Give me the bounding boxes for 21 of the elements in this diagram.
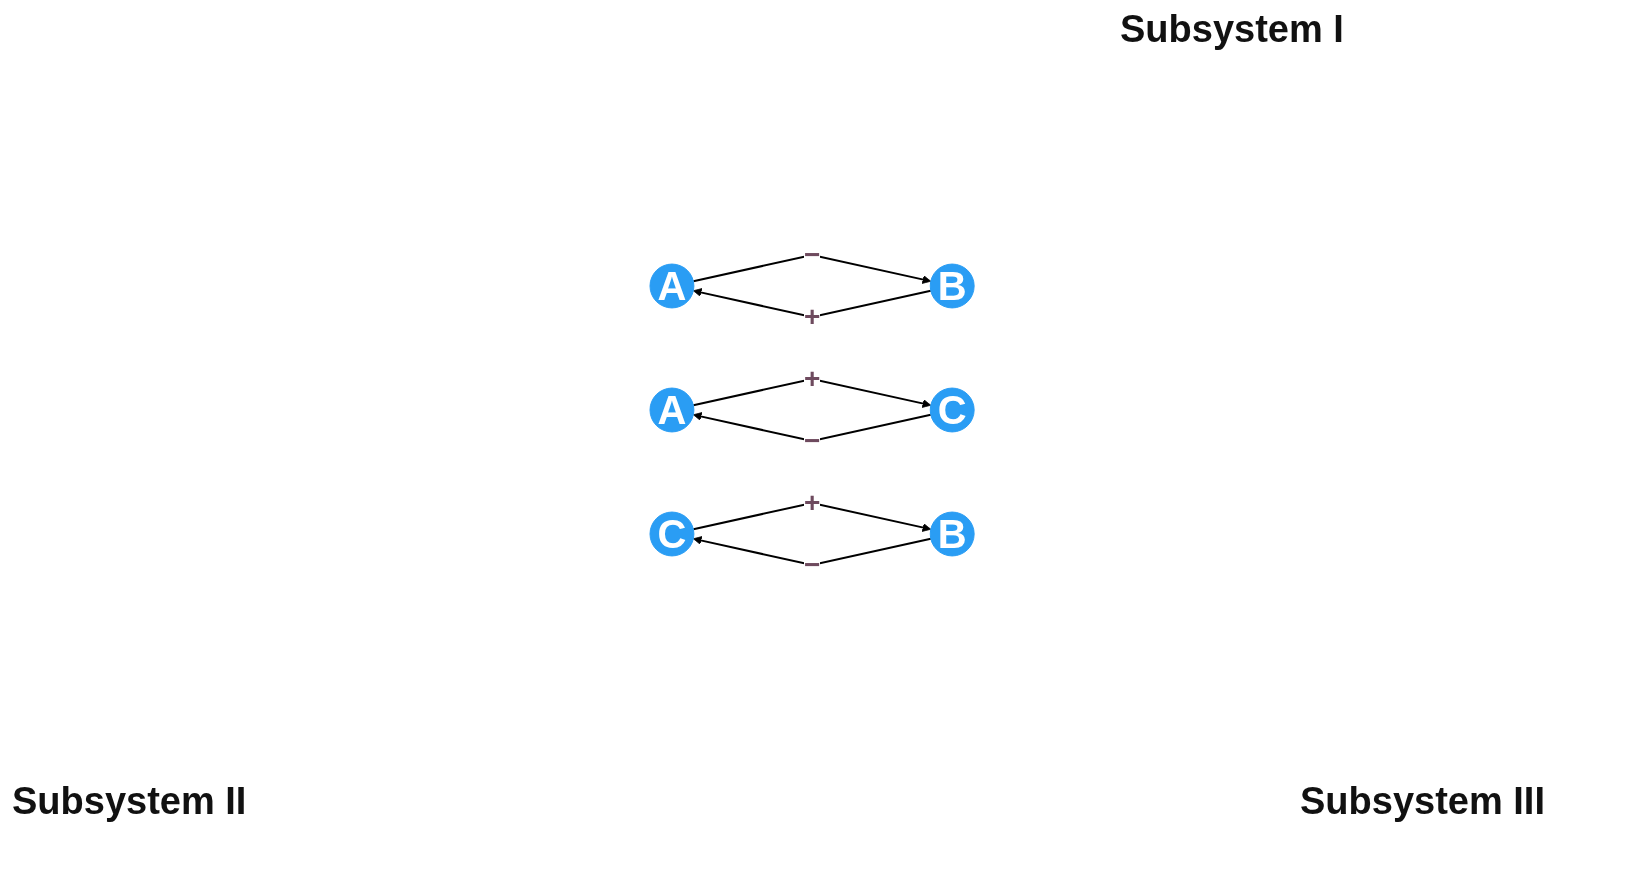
edge-label: − [804, 549, 821, 580]
node-circle: B [930, 263, 976, 309]
node-circle: C [649, 511, 695, 557]
subsystem-label: Subsystem I [1120, 8, 1344, 51]
edge-label: + [804, 363, 821, 394]
node-circle: A [649, 263, 695, 309]
edge-label: + [804, 487, 821, 518]
edge-label: − [804, 425, 821, 456]
arrow [693, 412, 933, 443]
node-circle: B [930, 511, 976, 557]
arrow [692, 501, 932, 532]
subsystem-label: Subsystem II [12, 780, 247, 823]
arrow [692, 377, 932, 408]
arrow [693, 536, 933, 567]
edge-label: + [804, 301, 821, 332]
node-circle: C [930, 387, 976, 433]
arrow [693, 288, 933, 319]
node-circle: A [649, 387, 695, 433]
edge-label: − [804, 239, 821, 270]
subsystem-label: Subsystem III [1300, 780, 1545, 823]
arrow [692, 253, 932, 284]
